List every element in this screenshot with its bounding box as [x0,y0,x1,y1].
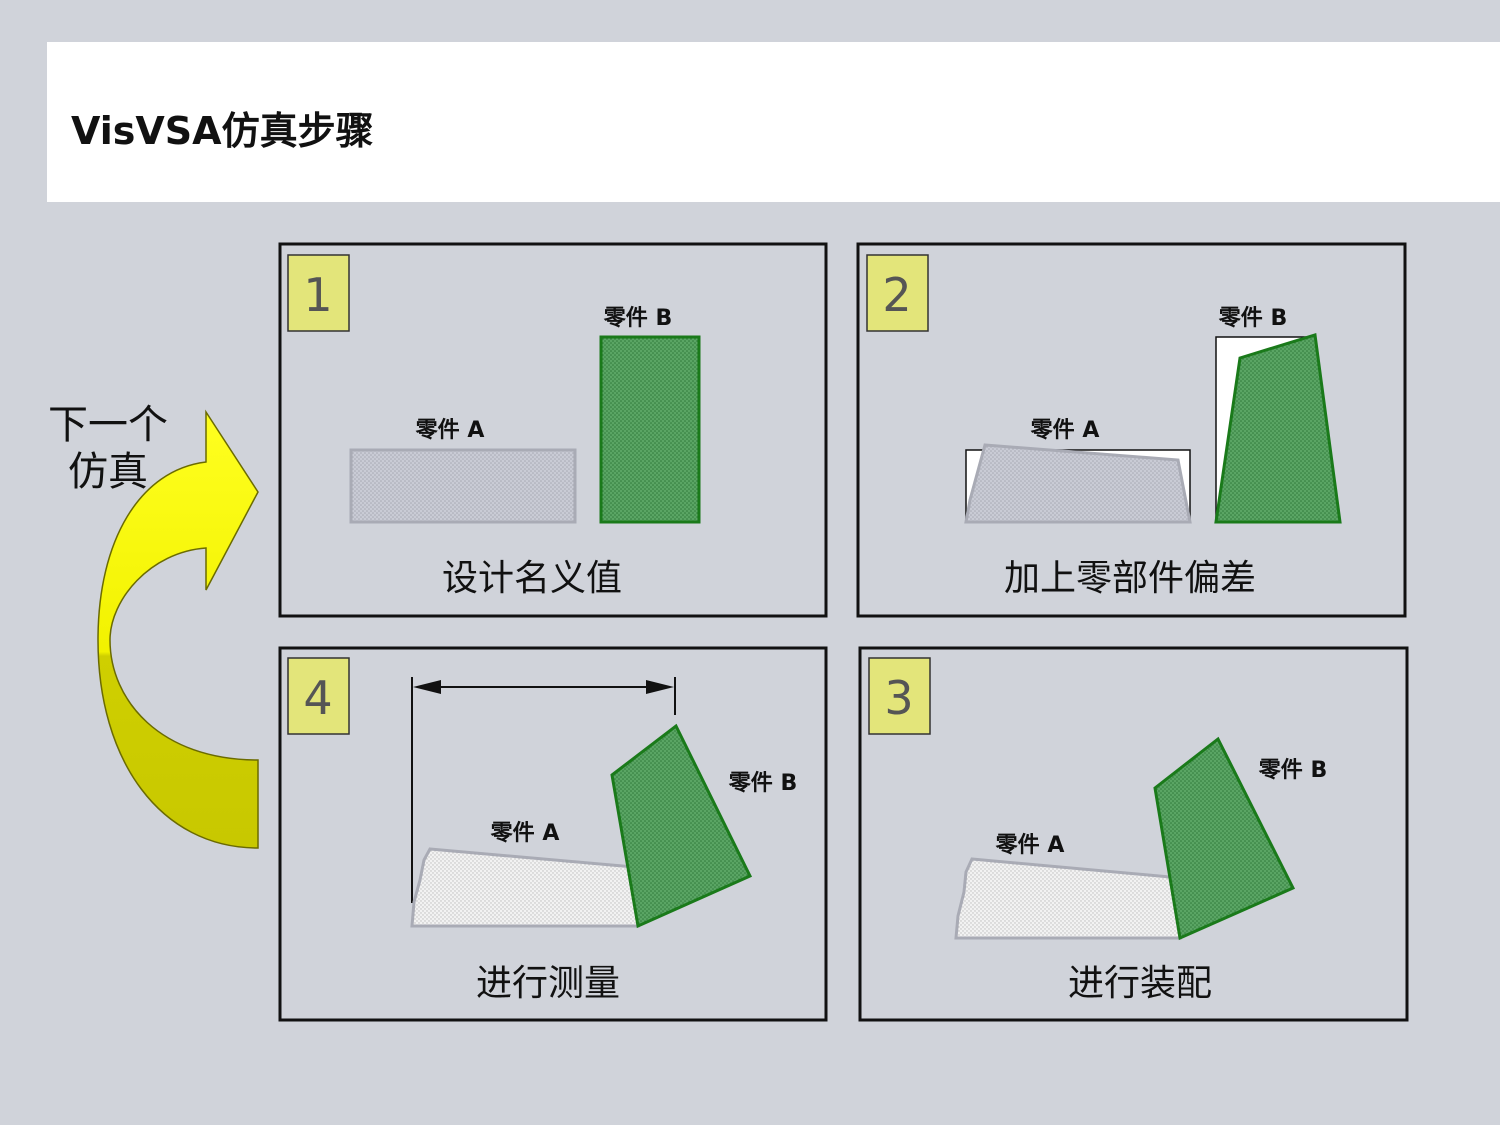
part-b-label: 零件 B [728,771,797,796]
page-title: VisVSA仿真步骤 [71,109,374,153]
step-caption: 进行装配 [1068,963,1212,1004]
part-b-shape [599,335,701,524]
step-number: 4 [303,671,332,725]
step-panel-3: 3 零件 A 零件 B 进行装配 [858,646,1409,1022]
cycle-label-line2: 仿真 [68,449,148,495]
step-number: 1 [303,268,332,322]
part-a-shape [349,448,577,524]
part-b-label: 零件 B [1258,758,1327,783]
part-a-shape [410,847,640,928]
part-a-shape [964,443,1192,524]
step-panel-2: 2 零件 A 零件 B 加上零部件偏差 [856,242,1407,618]
cycle-arrow [97,409,259,849]
measurement-dimension [411,677,676,903]
cycle-label-line1: 下一个 [48,402,168,448]
part-a-label: 零件 A [1030,418,1100,443]
step-caption: 进行测量 [476,963,620,1004]
step-number-box [287,254,350,332]
step-number: 3 [884,671,913,725]
step-number-box [287,657,350,735]
part-a-label: 零件 A [490,821,560,846]
step-number-box [866,254,929,332]
part-a-label: 零件 A [415,418,485,443]
step-panel-1: 1 零件 A 零件 B 设计名义值 [278,242,828,618]
step-number: 2 [882,268,911,322]
part-b-label: 零件 B [1218,306,1287,331]
step-number-box [868,657,931,735]
part-b-label: 零件 B [603,306,672,331]
title-bar: VisVSA仿真步骤 [47,42,1500,202]
step-caption: 加上零部件偏差 [1004,558,1256,599]
part-a-shape [954,857,1182,940]
part-a-label: 零件 A [995,833,1065,858]
step-caption: 设计名义值 [442,558,622,599]
part-b-shape [1214,333,1342,524]
step-panel-4: 4 零件 A 零件 B 进行测量 [278,646,828,1022]
part-b-shape [610,723,753,929]
part-b-shape [1153,736,1296,941]
